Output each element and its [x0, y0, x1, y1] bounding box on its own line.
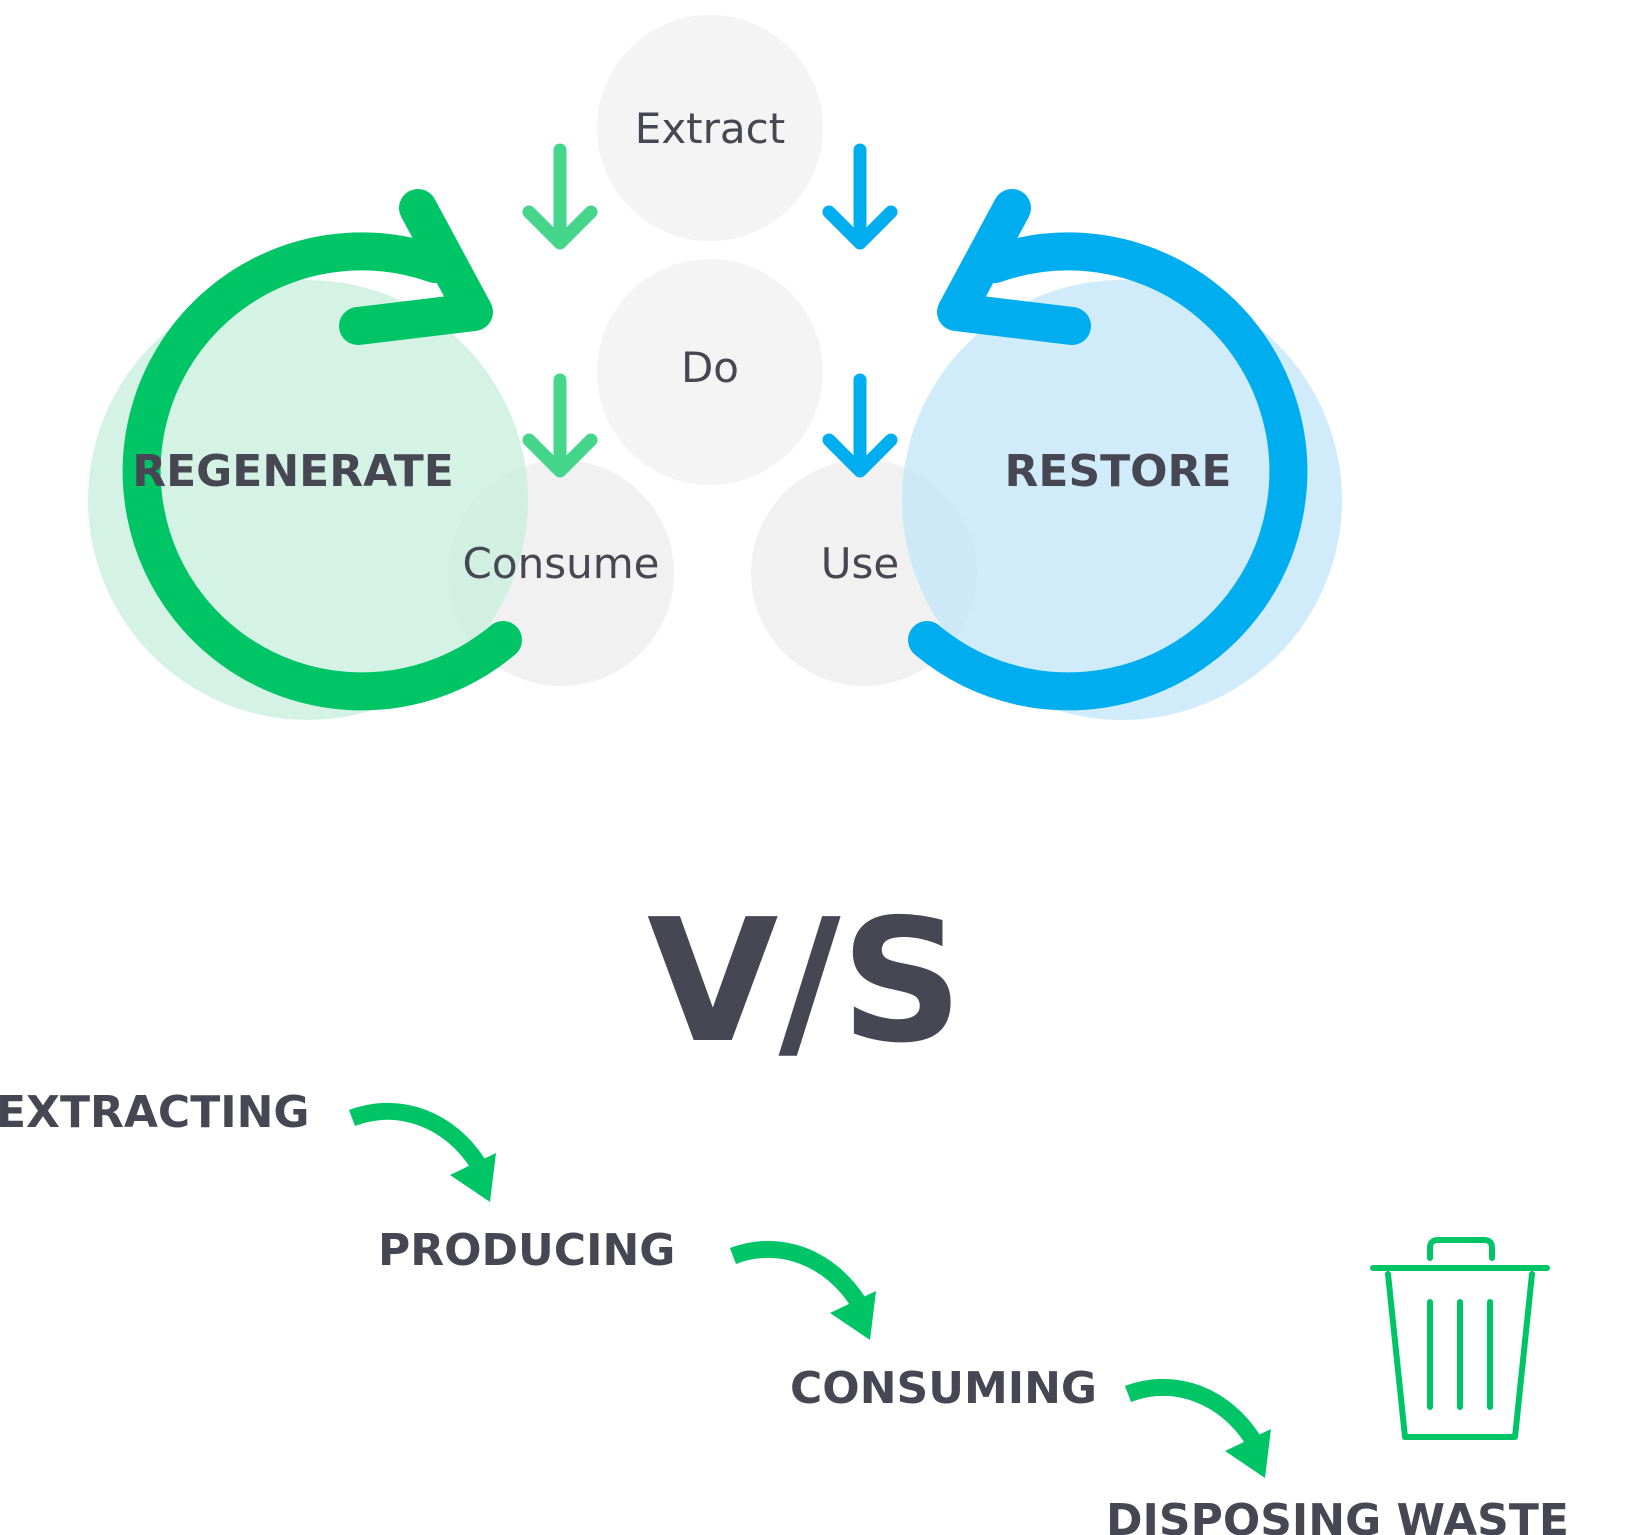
down-arrow-do-consume: [522, 373, 598, 478]
stage-disposing-waste-label: DISPOSING WASTE: [1106, 1495, 1569, 1535]
restore-label: RESTORE: [1005, 446, 1232, 497]
circular-model: REGENERATE RESTORE Extract Do Consume Us…: [88, 15, 1342, 720]
extract-bubble: [597, 15, 823, 241]
stage-producing-label: PRODUCING: [378, 1225, 675, 1276]
stage-extracting-label: EXTRACTING: [0, 1087, 310, 1138]
curved-arrow-consuming-disposing: [1124, 1378, 1271, 1478]
curved-arrow-producing-consuming: [729, 1240, 876, 1340]
curved-arrow-extracting-producing: [349, 1102, 496, 1202]
versus-label: V/S: [647, 883, 963, 1081]
down-arrow-do-use: [822, 373, 898, 478]
do-bubble: [597, 259, 823, 485]
down-arrow-extract-use: [822, 143, 898, 250]
restore-loop-arrow: [908, 189, 1308, 711]
linear-model: EXTRACTING PRODUCING CONSUMING DISPOSING…: [0, 1087, 1569, 1535]
consume-label: Consume: [463, 539, 660, 588]
stage-consuming-label: CONSUMING: [790, 1363, 1097, 1414]
trash-can-icon: [1370, 1237, 1550, 1440]
down-arrow-extract-consume: [522, 143, 598, 250]
use-label: Use: [821, 539, 899, 588]
do-label: Do: [681, 343, 739, 392]
extract-label: Extract: [635, 104, 785, 153]
regenerate-loop-arrow: [122, 189, 522, 711]
regenerate-label: REGENERATE: [132, 446, 454, 497]
